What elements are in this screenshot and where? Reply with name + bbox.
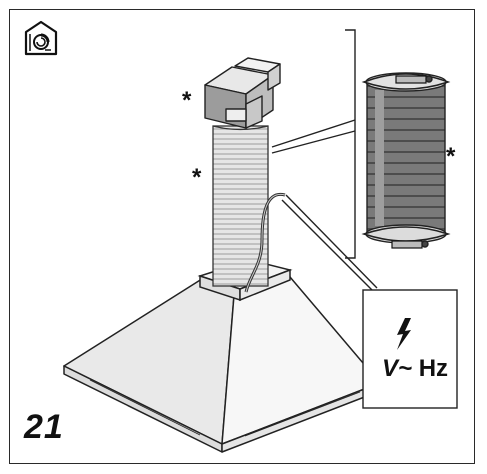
house-recirculation-icon bbox=[24, 20, 58, 56]
electrical-callout bbox=[281, 194, 458, 409]
step-number: 21 bbox=[24, 408, 64, 446]
filter-asterisk: * bbox=[446, 143, 456, 170]
electrical-rating-label: V~ Hz bbox=[382, 355, 448, 383]
connector-asterisk: * bbox=[182, 87, 192, 114]
filter-callout-lines bbox=[271, 29, 356, 259]
lightning-bolt-icon bbox=[397, 318, 411, 350]
filter-clamp-top bbox=[395, 75, 433, 84]
voltage-symbol: V~ bbox=[382, 355, 413, 382]
hood-canopy bbox=[63, 276, 381, 453]
duct-asterisk: * bbox=[192, 164, 202, 191]
air-outlet-connector bbox=[204, 57, 281, 129]
carbon-filter bbox=[361, 72, 451, 249]
frequency-unit: Hz bbox=[418, 355, 449, 382]
filter-clamp-bottom bbox=[391, 240, 429, 249]
